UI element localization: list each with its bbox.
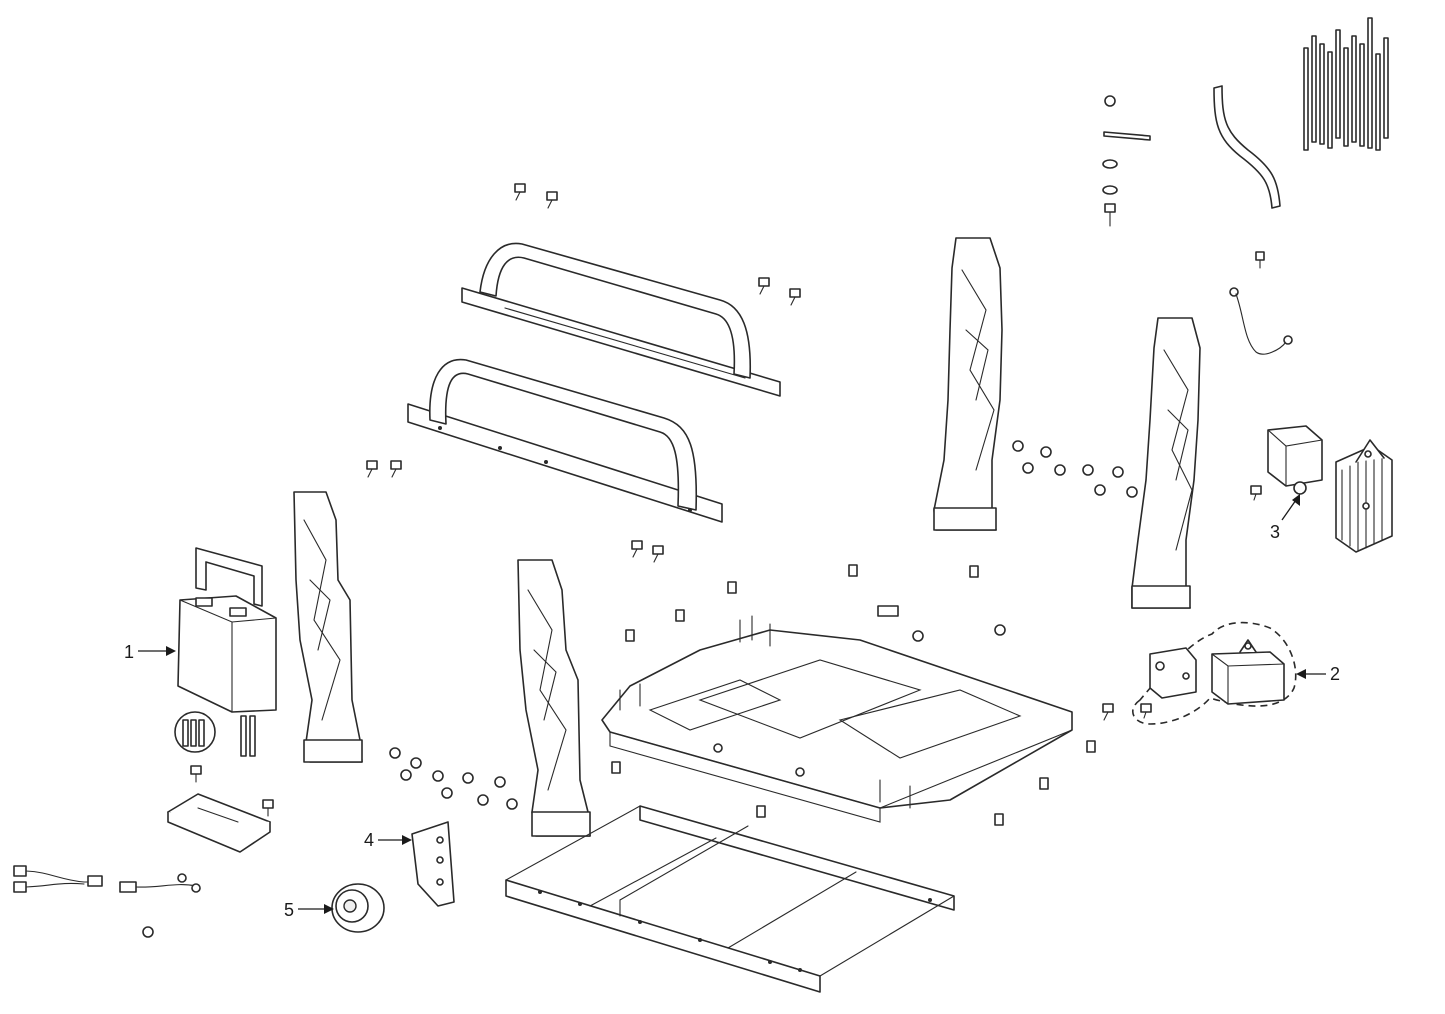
handle-bar-lower — [407, 358, 723, 523]
nut-set — [389, 440, 1138, 810]
battery-tray — [167, 765, 274, 853]
callout-4: 4 — [364, 830, 412, 850]
relay-assembly — [1132, 621, 1297, 725]
ignition-module — [1250, 425, 1323, 501]
base-skid-plate — [601, 605, 1073, 823]
fuse-set — [174, 711, 256, 757]
frame-leg-right-back — [933, 237, 1003, 531]
hardware-stack-top-right — [1102, 95, 1151, 227]
frame-leg-right-front — [1131, 317, 1201, 609]
voltage-regulator — [1335, 439, 1393, 553]
lower-chassis-frame — [505, 805, 955, 993]
rod-set — [1303, 17, 1389, 151]
frame-leg-center — [517, 559, 591, 837]
svg-text:5: 5 — [284, 900, 294, 920]
wiring-harness — [13, 865, 201, 938]
ground-wire — [1229, 251, 1293, 355]
bolt-set-handle — [366, 183, 801, 563]
mounting-bracket — [411, 821, 455, 907]
callout-5: 5 — [284, 900, 334, 920]
horn — [331, 883, 385, 933]
clip-nut-set — [611, 564, 1114, 826]
battery-assembly — [177, 547, 277, 713]
callout-1: 1 — [124, 642, 176, 662]
svg-text:2: 2 — [1330, 664, 1340, 684]
callout-2: 2 — [1296, 664, 1340, 684]
fuel-hose — [1213, 85, 1281, 209]
svg-text:4: 4 — [364, 830, 374, 850]
callout-3: 3 — [1270, 494, 1300, 542]
handle-bar-upper — [461, 242, 781, 397]
svg-text:3: 3 — [1270, 522, 1280, 542]
svg-text:1: 1 — [124, 642, 134, 662]
frame-leg-left — [293, 491, 363, 763]
base-standoffs — [619, 615, 911, 809]
